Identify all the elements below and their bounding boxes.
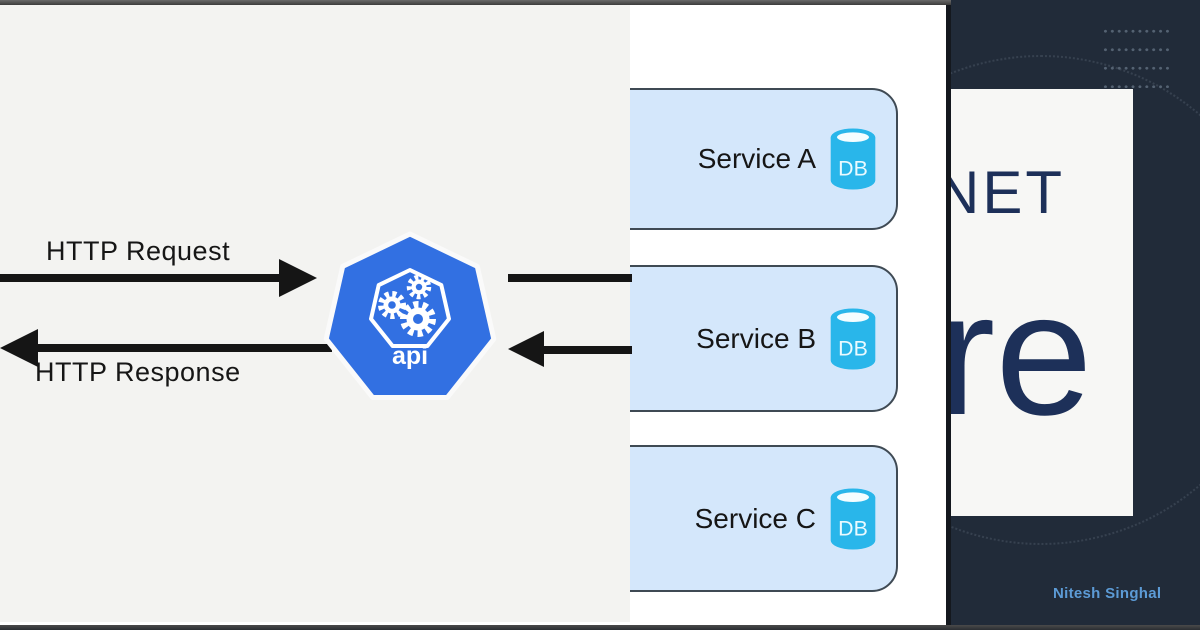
response-arrow-line: [30, 344, 332, 352]
cover-panel: NET re Nitesh Singhal: [951, 0, 1200, 630]
http-response-label: HTTP Response: [35, 357, 241, 387]
service-a-box: Service A DB: [630, 88, 898, 230]
api-gateway-icon: api: [323, 231, 497, 400]
gear-icon: [378, 291, 406, 319]
cover-title-bottom: re: [951, 257, 1093, 452]
services-panel: Service A DB Service B DB Service C: [630, 0, 948, 630]
service-c-label: Service C: [694, 502, 816, 534]
db-label: DB: [838, 516, 868, 540]
service-c-box: Service C DB: [630, 445, 898, 592]
client-flow-panel: [0, 0, 630, 622]
dots-pattern: [1102, 22, 1169, 88]
database-icon: DB: [830, 128, 876, 190]
service-b-box: Service B DB: [630, 265, 898, 412]
slide-top-border: [0, 0, 951, 5]
db-label: DB: [838, 336, 868, 360]
request-arrow-line: [0, 274, 282, 282]
http-request-label: HTTP Request: [46, 236, 231, 266]
author-name: Nitesh Singhal: [1053, 585, 1162, 602]
inner-heptagon-outline: [369, 268, 451, 348]
cover-title-card: NET re: [951, 89, 1133, 516]
request-arrowhead-icon: [279, 259, 317, 297]
api-gateway-label: api: [392, 342, 428, 370]
service-b-label: Service B: [696, 322, 816, 354]
database-icon: DB: [830, 487, 876, 550]
services-to-gateway-line: [538, 346, 632, 354]
slide-bottom-border: [0, 625, 1200, 630]
service-a-label: Service A: [697, 143, 816, 174]
gear-icon: [406, 274, 432, 300]
gateway-to-services-line: [508, 274, 632, 282]
database-icon: DB: [830, 307, 876, 370]
panel-divider: [946, 0, 951, 630]
gear-icon: [400, 301, 436, 337]
db-label: DB: [838, 156, 868, 180]
cover-title-top: NET: [951, 159, 1065, 226]
